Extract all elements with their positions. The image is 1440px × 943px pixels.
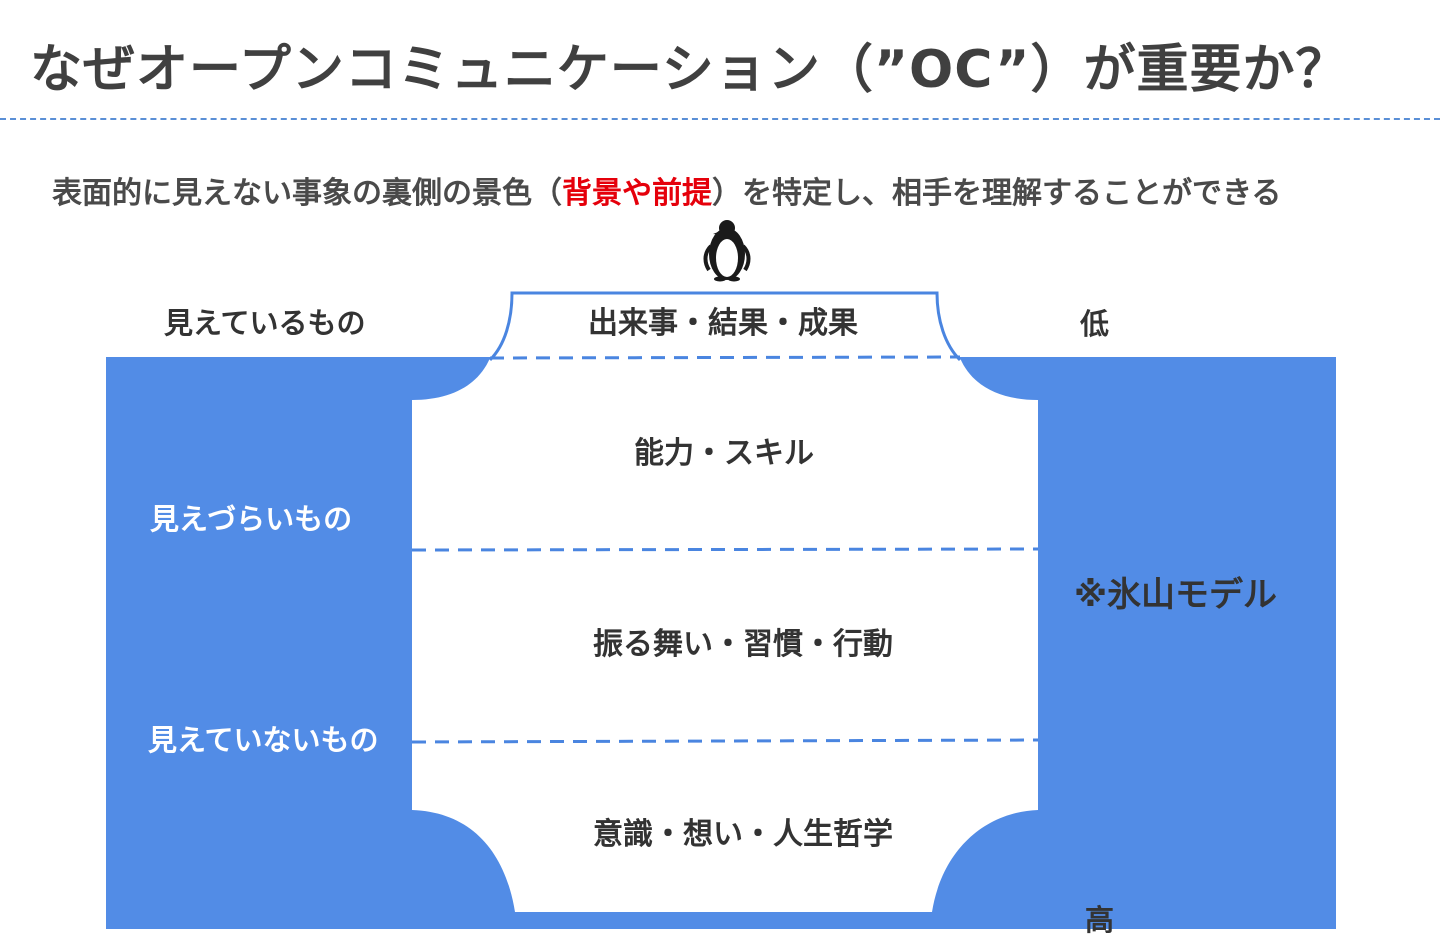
- iceberg-tip-outline: [488, 291, 962, 362]
- label-invisible: 見えていないもの: [148, 723, 379, 757]
- layer-behaviors-habits: 振る舞い・習慣・行動: [593, 627, 893, 662]
- layer-events-results: 出来事・結果・成果: [588, 306, 858, 341]
- subtitle-text-before: 表面的に見えない事象の裏側の景色（: [52, 176, 562, 211]
- layer-divider-2: [411, 738, 1039, 744]
- penguin-icon: [703, 220, 751, 282]
- label-hard-to-see: 見えづらいもの: [150, 502, 353, 536]
- water-area: [106, 357, 1336, 929]
- waterline-divider: [489, 355, 961, 360]
- subtitle: 表面的に見えない事象の裏側の景色（背景や前提）を特定し、相手を理解することができ…: [52, 172, 1281, 216]
- subtitle-highlight: 背景や前提: [562, 176, 712, 211]
- layer-divider-1: [411, 547, 1039, 552]
- layer-abilities-skills: 能力・スキル: [634, 436, 814, 471]
- subtitle-text-after: ）を特定し、相手を理解することができる: [712, 176, 1282, 211]
- model-note: ※氷山モデル: [1074, 575, 1278, 615]
- title-divider: [0, 118, 1440, 120]
- label-visible: 見えているもの: [164, 306, 366, 340]
- scale-low: 低: [1080, 307, 1110, 341]
- page-title: なぜオープンコミュニケーション（”OC”）が重要か？: [30, 40, 1349, 100]
- scale-high: 高: [1085, 903, 1115, 937]
- layer-mindset-philosophy: 意識・想い・人生哲学: [593, 817, 893, 852]
